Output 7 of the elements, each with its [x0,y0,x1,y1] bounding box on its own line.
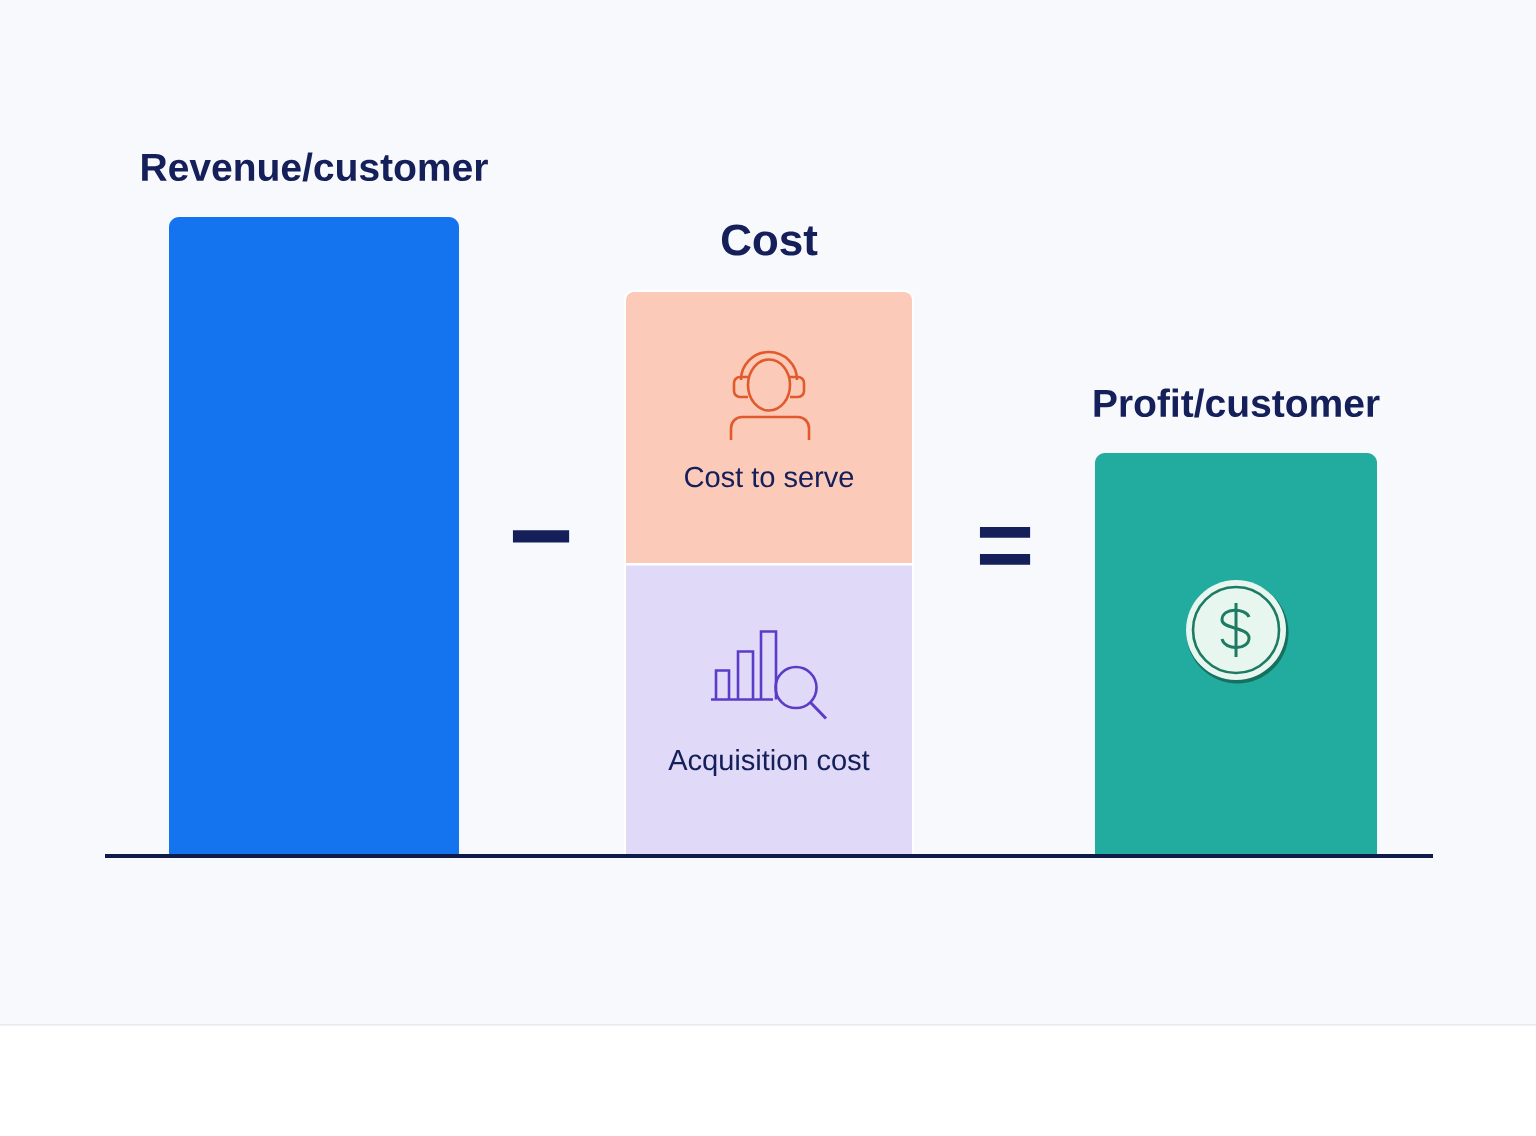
segment-label: Acquisition cost [668,749,870,777]
bar-heading: Cost [721,224,818,256]
bar-heading: Profit/customer [1094,388,1380,418]
bar-heading: Revenue/customer [142,152,488,182]
equals-sign: = [979,527,1031,565]
minus-sign: − [512,530,570,543]
segment-label: Cost to serve [685,466,854,488]
